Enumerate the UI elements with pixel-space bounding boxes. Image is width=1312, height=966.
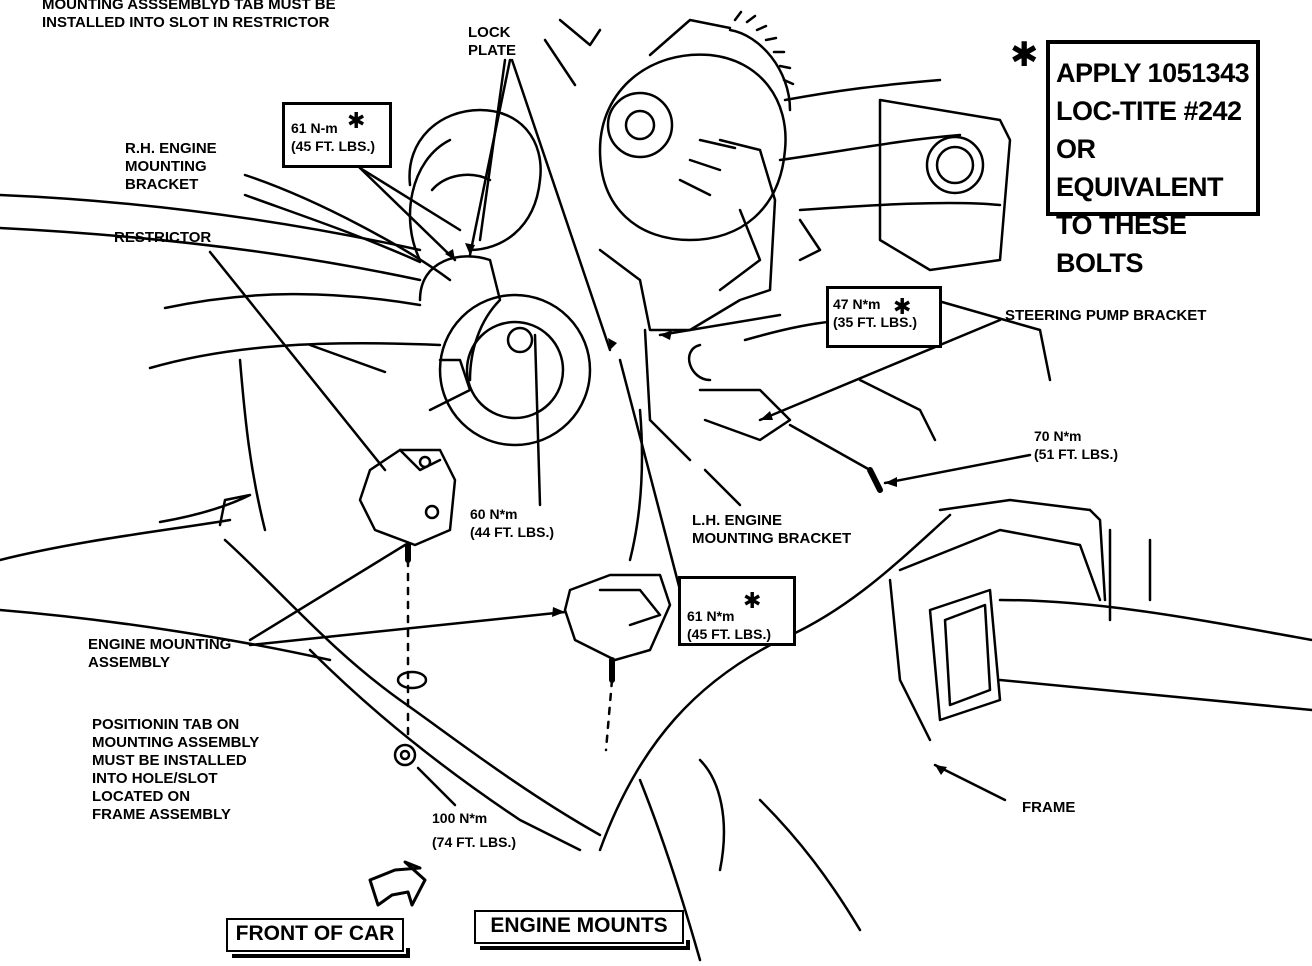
frame-structure xyxy=(598,498,1312,962)
torque-60-label: 60 N*m (44 FT. LBS.) xyxy=(470,505,554,541)
torque-47-text: 47 N*m (35 FT. LBS.) xyxy=(833,295,917,331)
positioning-tab-note: POSITIONIN TAB ON MOUNTING ASSEMBLY MUST… xyxy=(92,716,259,824)
lh-engine-mounting-bracket-label: L.H. ENGINE MOUNTING BRACKET xyxy=(692,512,851,548)
restrictor-label: RESTRICTOR xyxy=(114,229,212,246)
lh-bracket-line-1: L.H. ENGINE xyxy=(692,512,783,529)
engine-mounting-assembly-line-2: ASSEMBLY xyxy=(88,654,170,671)
positioning-tab-line-3: MUST BE INSTALLED xyxy=(92,752,247,769)
torque-70-imperial: (51 FT. LBS.) xyxy=(1034,446,1119,462)
torque-47-metric: 47 N*m xyxy=(833,296,881,312)
torque-100-metric: 100 N*m xyxy=(432,810,488,826)
loctite-star-icon: ✱ xyxy=(743,589,762,614)
positioning-tab-line-2: MOUNTING ASSEMBLY xyxy=(92,734,260,751)
loctite-instruction-box: APPLY 1051343 LOC-TITE #242 OR EQUIVALEN… xyxy=(1046,40,1260,278)
loctite-star-icon: ✱ xyxy=(347,109,366,134)
rh-bracket-line-3: BRACKET xyxy=(125,176,199,193)
rh-bracket-line-1: R.H. ENGINE xyxy=(125,140,217,157)
lock-plate-label-line-1: LOCK xyxy=(468,24,511,41)
torque-60-imperial: (44 FT. LBS.) xyxy=(470,524,555,540)
leader-lines xyxy=(208,58,1032,807)
loctite-line-3: OR EQUIVALENT xyxy=(1056,134,1224,202)
front-of-car-caption: FRONT OF CAR xyxy=(226,918,410,958)
positioning-tab-line-4: INTO HOLE/SLOT xyxy=(92,770,218,787)
positioning-tab-line-6: FRAME ASSEMBLY xyxy=(92,806,231,823)
lh-bracket-line-2: MOUNTING BRACKET xyxy=(692,530,852,547)
torque-60-metric: 60 N*m xyxy=(470,506,518,522)
engine-mounts-caption: ENGINE MOUNTS xyxy=(474,910,690,950)
brackets xyxy=(598,98,1012,493)
steering-pump-bracket-label: STEERING PUMP BRACKET xyxy=(1005,307,1207,324)
tab-slot-note-line-2: INSTALLED INTO SLOT IN RESTRICTOR xyxy=(42,14,330,31)
torque-100-label: 100 N*m (74 FT. LBS.) xyxy=(432,809,516,851)
torque-61-top-text: 61 N-m (45 FT. LBS.) xyxy=(291,119,375,155)
positioning-tab-line-5: LOCATED ON xyxy=(92,788,191,805)
torque-box-61-bottom: 61 N*m (45 FT. LBS.) ✱ xyxy=(678,576,796,646)
lock-plate-label: LOCK PLATE xyxy=(468,24,516,60)
tab-slot-note: MOUNTING ASSSEMBLYD TAB MUST BE INSTALLE… xyxy=(42,0,336,32)
torque-61-bottom-imperial: (45 FT. LBS.) xyxy=(687,626,772,642)
positioning-tab-line-1: POSITIONIN TAB ON xyxy=(92,716,240,733)
torque-70-label: 70 N*m (51 FT. LBS.) xyxy=(1034,427,1118,463)
engine-mount-parts xyxy=(358,448,672,767)
frame-label: FRAME xyxy=(1022,799,1076,816)
tab-slot-note-line-1: MOUNTING ASSSEMBLYD TAB MUST BE xyxy=(42,0,336,13)
torque-100-imperial: (74 FT. LBS.) xyxy=(432,834,517,850)
body-outline-lines xyxy=(0,18,1052,852)
leader-arrowheads xyxy=(445,243,947,775)
torque-61-top-metric: 61 N-m xyxy=(291,120,338,136)
loctite-star-icon: ✱ xyxy=(1010,35,1039,75)
loctite-line-2: LOC-TITE #242 xyxy=(1056,96,1242,126)
lock-plate-label-line-2: PLATE xyxy=(468,42,517,59)
torque-box-61-top: 61 N-m (45 FT. LBS.) ✱ xyxy=(282,102,392,168)
engine-front-pulleys xyxy=(408,10,795,447)
front-of-car-arrow xyxy=(368,860,427,907)
rh-engine-mounting-bracket-label: R.H. ENGINE MOUNTING BRACKET xyxy=(125,140,217,194)
torque-47-imperial: (35 FT. LBS.) xyxy=(833,314,918,330)
torque-box-47: 47 N*m (35 FT. LBS.) ✱ xyxy=(826,286,942,348)
rh-bracket-line-2: MOUNTING xyxy=(125,158,207,175)
engine-mounting-assembly-label: ENGINE MOUNTING ASSEMBLY xyxy=(88,636,231,672)
torque-61-top-imperial: (45 FT. LBS.) xyxy=(291,138,376,154)
loctite-star-icon: ✱ xyxy=(893,295,912,320)
loctite-line-4: TO THESE BOLTS xyxy=(1056,210,1187,278)
loctite-line-1: APPLY 1051343 xyxy=(1056,58,1250,88)
torque-61-bottom-metric: 61 N*m xyxy=(687,608,735,624)
torque-61-bottom-text: 61 N*m (45 FT. LBS.) xyxy=(687,607,771,643)
engine-mounting-assembly-line-1: ENGINE MOUNTING xyxy=(88,636,232,653)
torque-70-metric: 70 N*m xyxy=(1034,428,1082,444)
